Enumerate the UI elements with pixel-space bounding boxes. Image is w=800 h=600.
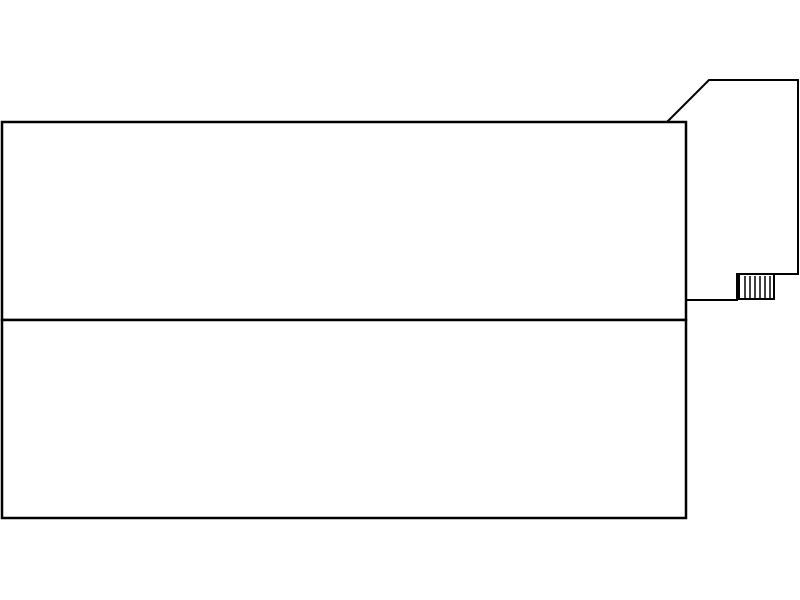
side-module — [666, 79, 799, 301]
vent-grille — [738, 273, 775, 300]
main-body-upper-panel — [0, 120, 688, 322]
main-body-lower-panel — [0, 318, 688, 520]
vent-grille-frame — [738, 273, 775, 300]
